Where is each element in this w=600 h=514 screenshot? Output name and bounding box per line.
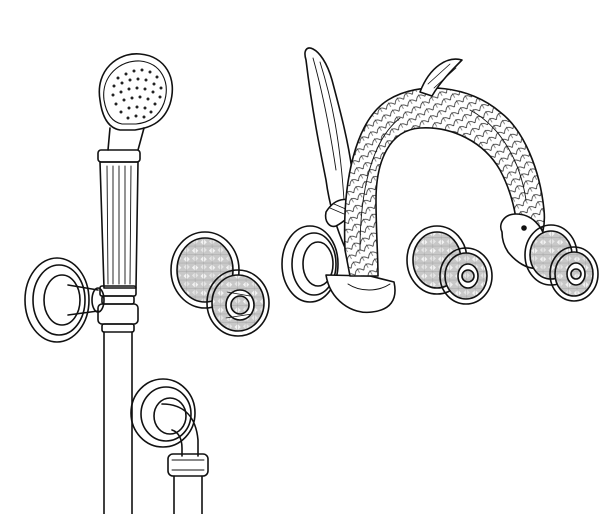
shower-hose [103,331,133,514]
hand-shower [97,53,174,514]
shower-head [98,53,174,131]
right-crystal-valve [524,224,599,302]
shower-wall-bracket [24,257,105,343]
left-crystal-valve [170,231,270,337]
middle-crystal-valve [406,225,493,305]
swan-eye [521,225,527,231]
spray-holes [111,68,163,120]
wall-outlet-elbow [130,378,209,514]
